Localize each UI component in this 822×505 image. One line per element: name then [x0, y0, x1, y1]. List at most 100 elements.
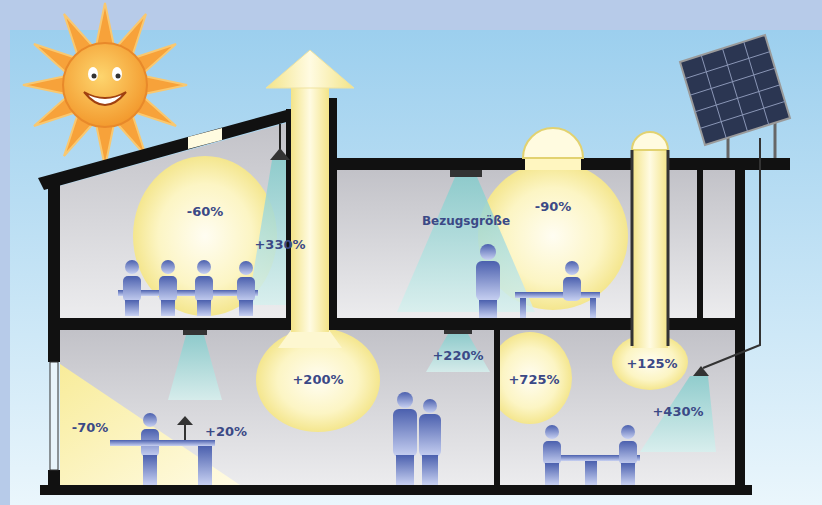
lamp-cone	[397, 177, 535, 312]
percent-label: +125%	[626, 357, 677, 371]
solar-wire	[703, 138, 760, 368]
people	[565, 261, 579, 275]
lamps	[450, 170, 482, 177]
percent-label: -70%	[72, 421, 109, 435]
people	[419, 414, 441, 457]
people	[161, 260, 175, 274]
light-tube	[632, 132, 668, 150]
solar-panel	[680, 35, 790, 145]
people	[520, 298, 526, 318]
sun	[63, 43, 147, 127]
people	[563, 277, 581, 301]
percent-label: -60%	[187, 205, 224, 219]
percent-label: Bezugsgröße	[422, 215, 510, 228]
solar-panel	[685, 52, 770, 79]
people	[143, 413, 157, 427]
people	[543, 441, 561, 465]
label-slot: +330%	[254, 238, 305, 252]
label-slot: +220%	[432, 349, 483, 363]
shaft-neck	[278, 330, 342, 348]
lamps	[444, 330, 472, 334]
solar-panel	[727, 138, 730, 160]
walls	[286, 109, 291, 318]
people	[476, 261, 500, 301]
light-shaft	[291, 86, 329, 332]
ground-floor	[60, 330, 735, 485]
solar-panel	[690, 68, 775, 95]
people	[195, 276, 213, 302]
percent-label: +430%	[652, 405, 703, 419]
people	[545, 425, 559, 439]
solar-panel	[680, 35, 790, 160]
people	[198, 446, 212, 485]
percent-label: +330%	[254, 238, 305, 252]
people	[585, 461, 597, 485]
solar-panel	[744, 42, 769, 125]
percent-label: +200%	[292, 373, 343, 387]
people	[590, 298, 596, 318]
light-tube	[631, 150, 634, 346]
sun	[23, 3, 187, 167]
label-slot: -90%	[535, 200, 572, 214]
people	[143, 455, 157, 485]
light-tube	[632, 132, 668, 348]
light-tube	[667, 150, 670, 346]
percent-label: +20%	[205, 425, 247, 439]
people	[422, 455, 438, 485]
walls	[494, 330, 500, 485]
walls	[329, 158, 790, 170]
lamps	[279, 124, 281, 150]
sun	[116, 74, 121, 79]
walls	[48, 184, 60, 362]
people	[545, 463, 559, 485]
walls	[697, 170, 703, 318]
people	[239, 261, 253, 275]
lamps	[177, 416, 193, 425]
label-slot: +200%	[292, 373, 343, 387]
lamps	[270, 148, 290, 160]
walls	[38, 98, 790, 495]
people	[621, 463, 635, 485]
people	[237, 277, 255, 302]
people	[396, 455, 414, 485]
lamps	[183, 330, 207, 335]
sun	[144, 76, 187, 94]
lamp-cone	[168, 335, 222, 400]
side-glow	[500, 332, 572, 424]
people	[423, 399, 437, 413]
people	[397, 392, 413, 408]
label-slot: +20%	[205, 425, 247, 439]
sun	[88, 67, 98, 81]
sky	[10, 30, 822, 505]
sun	[92, 74, 97, 79]
people	[197, 260, 211, 274]
people	[479, 300, 497, 318]
roof-skylight	[188, 128, 222, 149]
people	[619, 441, 637, 465]
people	[161, 300, 175, 316]
walls	[38, 109, 290, 190]
sun	[112, 67, 122, 81]
light-shaft	[266, 50, 354, 88]
label-slot: -70%	[72, 421, 109, 435]
light-shaft	[266, 50, 354, 332]
solar-panel	[700, 101, 785, 128]
percent-label: +725%	[508, 373, 559, 387]
people	[393, 409, 417, 457]
people	[125, 300, 139, 316]
label-slot: Bezugsgröße	[422, 215, 510, 228]
label-slot: +725%	[508, 373, 559, 387]
label-slot: +125%	[626, 357, 677, 371]
people	[125, 260, 139, 274]
sun	[84, 92, 126, 105]
walls	[40, 485, 752, 495]
window	[50, 362, 58, 470]
solar-panel	[774, 122, 777, 160]
dome-opening	[525, 158, 581, 170]
lamp-cone	[426, 334, 490, 372]
people	[123, 276, 141, 302]
